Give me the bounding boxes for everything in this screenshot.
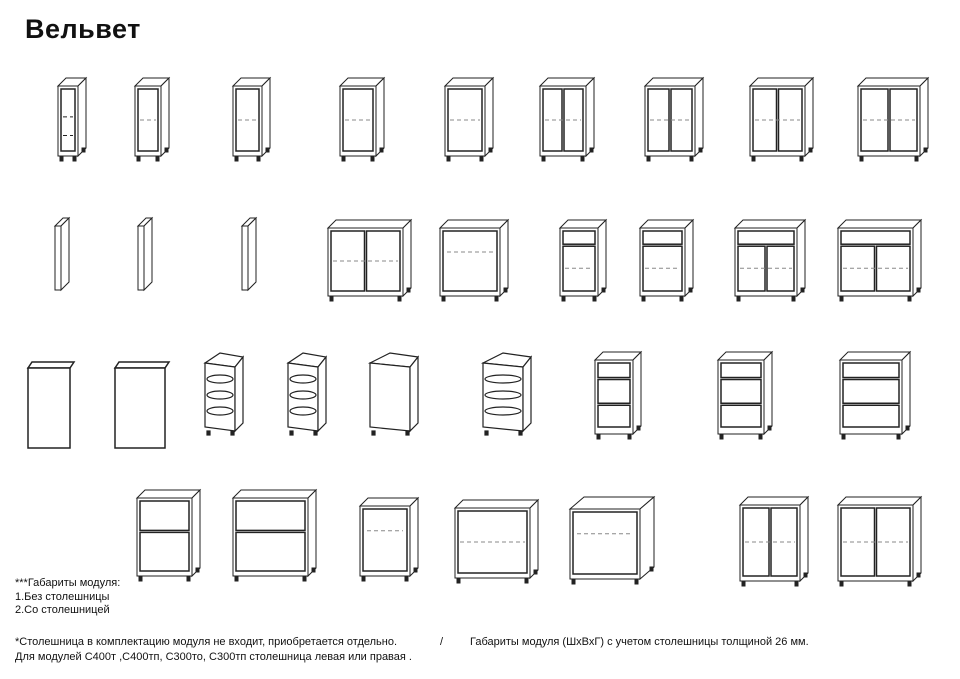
footer-note-dimensions: Габариты модуля (ШхВхГ) с учетом столешн…	[470, 636, 809, 648]
footer-note-1: *Столешница в комплектацию модуля не вхо…	[15, 636, 398, 648]
footer-separator: /	[440, 636, 444, 648]
footer-note-2: Для модулей С400т ,С400тп, С300то, С300т…	[15, 651, 412, 663]
legend-item-2: 2.Со столешницей	[15, 604, 110, 616]
page-title: Вельвет	[25, 14, 141, 44]
legend-title: ***Габариты модуля:	[15, 577, 121, 589]
legend-item-1: 1.Без столешницы	[15, 591, 110, 603]
